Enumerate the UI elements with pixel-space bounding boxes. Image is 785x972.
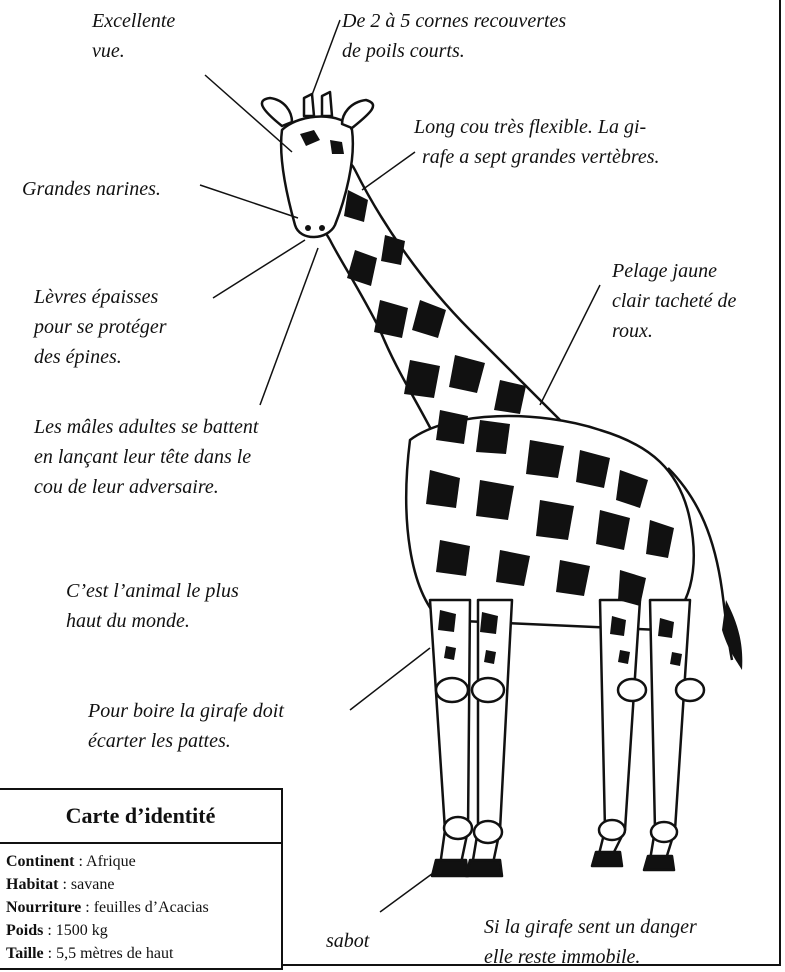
annotation-horns: De 2 à 5 cornes recouvertesde poils cour…: [342, 6, 566, 66]
id-card-row-food: Nourriture : feuilles d’Acacias: [6, 896, 281, 919]
annotation-tallest: C’est l’animal le plushaut du monde.: [66, 576, 239, 636]
leader-coat: [540, 285, 600, 405]
id-card-title: Carte d’identité: [0, 790, 281, 844]
id-card-row-habitat: Habitat : savane: [6, 873, 281, 896]
id-card-row-height: Taille : 5,5 mètres de haut: [6, 942, 281, 965]
leader-drink: [350, 648, 430, 710]
annotation-males: Les mâles adultes se battenten lançant l…: [34, 412, 258, 502]
annotation-vision: Excellentevue.: [92, 6, 175, 66]
leader-horns: [312, 20, 340, 95]
leader-nostrils: [200, 185, 298, 218]
annotation-nostrils: Grandes narines.: [22, 174, 161, 204]
leader-hoof: [380, 868, 440, 912]
annotation-neck: Long cou très flexible. La gi-rafe a sep…: [414, 112, 660, 172]
annotation-danger: Si la girafe sent un dangerelle reste im…: [484, 912, 697, 972]
annotation-hoof: sabot: [326, 926, 369, 956]
leader-vision: [205, 75, 292, 152]
id-card: Carte d’identité Continent : Afrique Hab…: [0, 788, 283, 970]
id-card-row-weight: Poids : 1500 kg: [6, 919, 281, 942]
annotation-coat: Pelage jauneclair tacheté deroux.: [612, 256, 736, 346]
leader-neck: [362, 152, 415, 190]
leader-lips: [213, 240, 305, 298]
id-card-body: Continent : Afrique Habitat : savane Nou…: [0, 844, 281, 965]
annotation-drink: Pour boire la girafe doitécarter les pat…: [88, 696, 284, 756]
id-card-row-continent: Continent : Afrique: [6, 850, 281, 873]
leader-males: [260, 248, 318, 405]
annotation-lips: Lèvres épaissespour se protégerdes épine…: [34, 282, 167, 372]
